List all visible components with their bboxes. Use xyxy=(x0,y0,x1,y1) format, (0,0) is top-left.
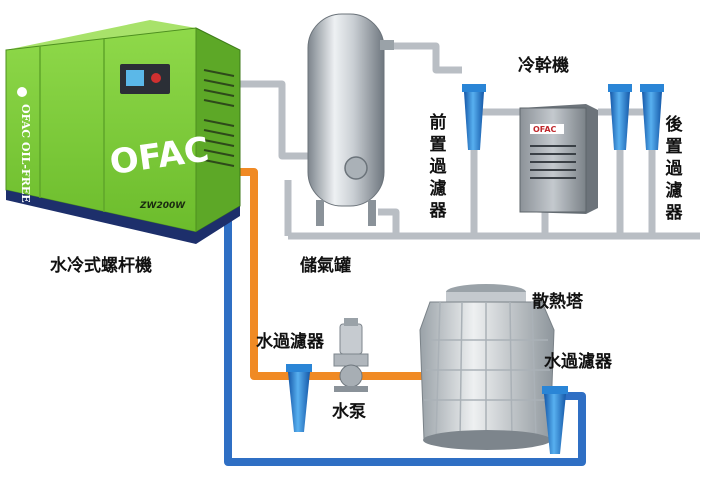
dryer-label: 冷幹機 xyxy=(518,56,569,76)
tank-drain xyxy=(378,208,400,236)
compressor-side-text: OFAC OIL-FREE xyxy=(19,104,32,203)
dryer-brand: OFAC xyxy=(533,125,557,134)
orange-water-pipe xyxy=(240,168,430,380)
tank-label: 儲氣罐 xyxy=(300,256,351,276)
dryer-nameplate xyxy=(530,124,564,134)
compressor-to-tank-pipe xyxy=(240,80,308,160)
refrigerated-dryer: OFAC xyxy=(519,104,598,214)
pre-filter xyxy=(462,84,486,150)
water-filter-right-label: 水過濾器 xyxy=(544,352,612,372)
water-filter-right xyxy=(542,386,568,454)
water-cooled-screw-compressor: OFAC OFAC OIL-FREE ZW200W xyxy=(5,20,241,244)
tank-to-prefilter-pipe xyxy=(384,42,462,74)
water-filter-left-label: 水過濾器 xyxy=(256,332,324,352)
post-filter-1 xyxy=(608,84,632,150)
pump-label: 水泵 xyxy=(332,402,366,422)
water-filter-left xyxy=(286,364,312,432)
air-storage-tank xyxy=(307,13,394,226)
tank-manhole-icon xyxy=(344,156,368,180)
water-pump xyxy=(333,318,369,392)
post-filter-2 xyxy=(640,84,664,150)
vent-grille xyxy=(203,69,235,167)
post-filter-label: 後置過濾器 xyxy=(665,115,683,223)
compressor-model: ZW200W xyxy=(139,201,186,211)
cooling-tower-label: 散熱塔 xyxy=(532,292,583,312)
pre-filter-label: 前置過濾器 xyxy=(429,113,447,221)
emergency-stop-icon xyxy=(151,73,161,83)
brand-logo-icon xyxy=(17,87,27,97)
compressor-label: 水冷式螺杆機 xyxy=(50,256,152,276)
